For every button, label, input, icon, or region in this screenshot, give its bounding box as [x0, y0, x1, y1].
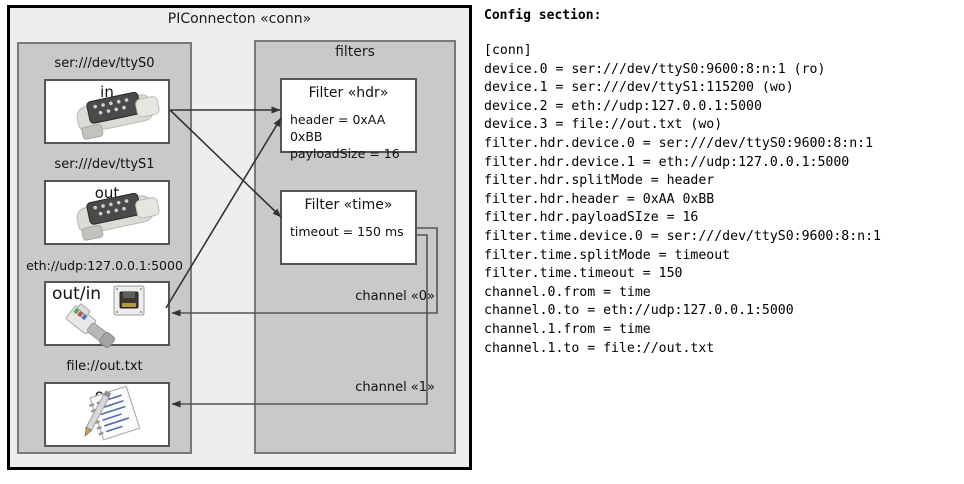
filter-props-time: timeout = 150 ms [290, 223, 404, 240]
filter-prop: timeout = 150 ms [290, 224, 404, 239]
architecture-diagram: PIConnecton «conn» ser:///dev/ttyS0 in [0, 0, 478, 484]
config-text: [conn] device.0 = ser:///dev/ttyS0:9600:… [484, 43, 881, 356]
device-direction-file: out [94, 386, 120, 404]
device-box-ttyS0[interactable]: in [44, 79, 170, 144]
filter-props-hdr: header = 0xAA 0xBB payloadSize = 16 [290, 111, 415, 162]
filter-title-time: Filter «time» [304, 197, 393, 213]
device-label-ttyS1: ser:///dev/ttyS1 [54, 157, 155, 172]
channel-label-1: channel «1» [355, 380, 435, 395]
filter-title-hdr: Filter «hdr» [308, 85, 389, 101]
device-box-file[interactable]: out [44, 382, 170, 447]
config-section: Config section: [conn] device.0 = ser://… [481, 0, 964, 484]
device-label-ttyS0: ser:///dev/ttyS0 [54, 56, 155, 71]
device-direction-eth: out/in [52, 284, 102, 304]
device-label-file: file://out.txt [66, 359, 143, 374]
device-label-eth: eth://udp:127.0.0.1:5000 [26, 258, 183, 273]
device-box-eth[interactable]: out/in [44, 281, 170, 349]
device-direction-ttyS1: out [94, 184, 120, 202]
device-box-ttyS1[interactable]: out [44, 180, 170, 245]
page-title: PIConnecton «conn» [167, 11, 312, 27]
filters-panel-title: filters [335, 44, 375, 60]
filter-prop: payloadSize = 16 [290, 146, 400, 161]
filter-prop: header = 0xAA 0xBB [290, 112, 386, 144]
filter-box-hdr[interactable]: Filter «hdr» header = 0xAA 0xBB payloadS… [280, 78, 417, 161]
channel-label-0: channel «0» [355, 289, 435, 304]
device-direction-ttyS0: in [100, 83, 114, 101]
filter-box-time[interactable]: Filter «time» timeout = 150 ms [280, 190, 417, 265]
config-heading: Config section: [484, 8, 602, 23]
